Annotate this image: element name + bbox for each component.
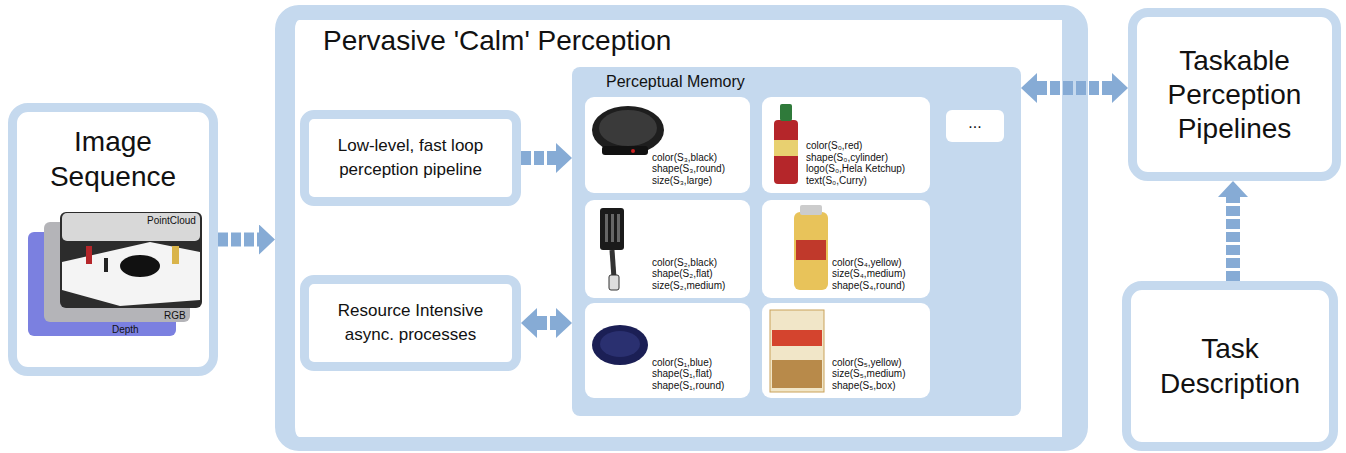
more-card: ... [946,110,1004,142]
ketchup-picture [774,104,798,184]
depth-image-part [28,232,176,336]
spatula-picture-part [609,275,619,290]
image-label: RGB [164,310,186,321]
memory-card-text: color(S₄,yellow) size(S₄,medium) shape(S… [832,257,924,292]
memory-panel: Perceptual Memory color(S₃,black) shape(S… [572,67,1021,416]
more-card-text: ... [968,114,981,132]
output-box-text: Taskable Perception Pipelines [1140,44,1330,146]
pointcloud-image-part [62,213,200,241]
memory-card-text: color(S₀,red) shape(S₀,cylinder) logo(S₀… [806,140,924,186]
pan-picture [592,106,664,155]
input-box-text: Image Sequence [33,124,193,194]
input-box-text: Task Description [1143,331,1318,401]
image-label: Depth [112,324,139,335]
memory-card-text: color(S₃,black) shape(S₃,round) size(S₃,… [652,152,744,187]
block-arrow [521,151,556,165]
pan-picture-part [592,106,664,154]
memory-card: color(S₄,yellow) size(S₄,medium) shape(S… [762,200,930,298]
process-box-text: Low-level, fast loop perception pipeline [318,134,503,182]
ketchup-picture-part [774,140,798,156]
plate-picture-part [600,331,640,357]
pack-picture-part [800,205,822,215]
pointcloud-image-part [86,246,92,264]
rgb-image-part [44,222,190,322]
pack-picture [794,205,828,290]
memory-card: color(S₂,black) shape(S₂,flat) size(S₂,m… [585,200,750,298]
spatula-picture-part [605,214,608,242]
depth-image [28,232,176,336]
process-box: Resource Intensive async. processes [300,275,521,371]
spatula-picture-part [612,250,614,278]
memory-card: color(S₅,yellow) size(S₅,medium) shape(S… [762,303,930,398]
process-box: Low-level, fast loop perception pipeline [300,110,521,206]
pack-picture-part [796,240,826,260]
memory-panel-text: Perceptual Memory [606,72,745,92]
image-label: PointCloud [147,215,196,226]
spatula-picture [600,208,624,290]
system-panel: Pervasive 'Calm' PerceptionLow-level, fa… [275,5,1088,451]
pointcloud-image-part [62,242,200,306]
block-arrow [537,316,556,330]
pan-picture-part [599,110,657,146]
pointcloud-image-part [172,246,179,264]
pointcloud-image-part [60,212,202,308]
pointcloud-image-part [120,255,160,277]
spatula-picture-part [617,214,620,242]
memory-card: color(S₁,blue) shape(S₁,flat) shape(S₁,r… [585,303,750,398]
cereal-box-picture-part [772,330,822,346]
spatula-picture-part [611,214,614,242]
memory-card: color(S₃,black) shape(S₃,round) size(S₃,… [585,97,750,193]
output-box: Taskable Perception Pipelines [1128,8,1341,181]
block-arrow [1037,81,1112,95]
connector-group [218,88,1233,323]
pan-picture-part [631,149,635,153]
ketchup-picture-part [780,104,792,121]
pointcloud-image-part [104,258,108,272]
plate-picture-part [592,325,648,365]
cereal-box-picture [770,310,824,392]
memory-card-text: color(S₅,yellow) size(S₅,medium) shape(S… [832,357,924,392]
cereal-box-picture-part [772,360,822,388]
cereal-box-picture-part [770,310,824,392]
input-box: Image Sequence [8,103,218,376]
plate-picture [592,325,648,365]
process-box-text: Resource Intensive async. processes [318,299,503,347]
pointcloud-image [60,212,202,308]
block-arrow [1226,197,1240,281]
pack-picture-part [794,212,828,290]
rgb-image [44,222,190,322]
ketchup-picture-part [774,120,798,184]
spatula-picture-part [600,208,624,250]
memory-card-text: color(S₂,black) shape(S₂,flat) size(S₂,m… [652,257,744,292]
block-arrow [218,233,259,247]
system-panel-text: Pervasive 'Calm' Perception [323,24,671,58]
pan-picture-part [602,146,648,155]
input-box: Task Description [1122,281,1338,451]
memory-card: color(S₀,red) shape(S₀,cylinder) logo(S₀… [762,97,930,193]
memory-card-text: color(S₁,blue) shape(S₁,flat) shape(S₁,r… [652,357,744,392]
